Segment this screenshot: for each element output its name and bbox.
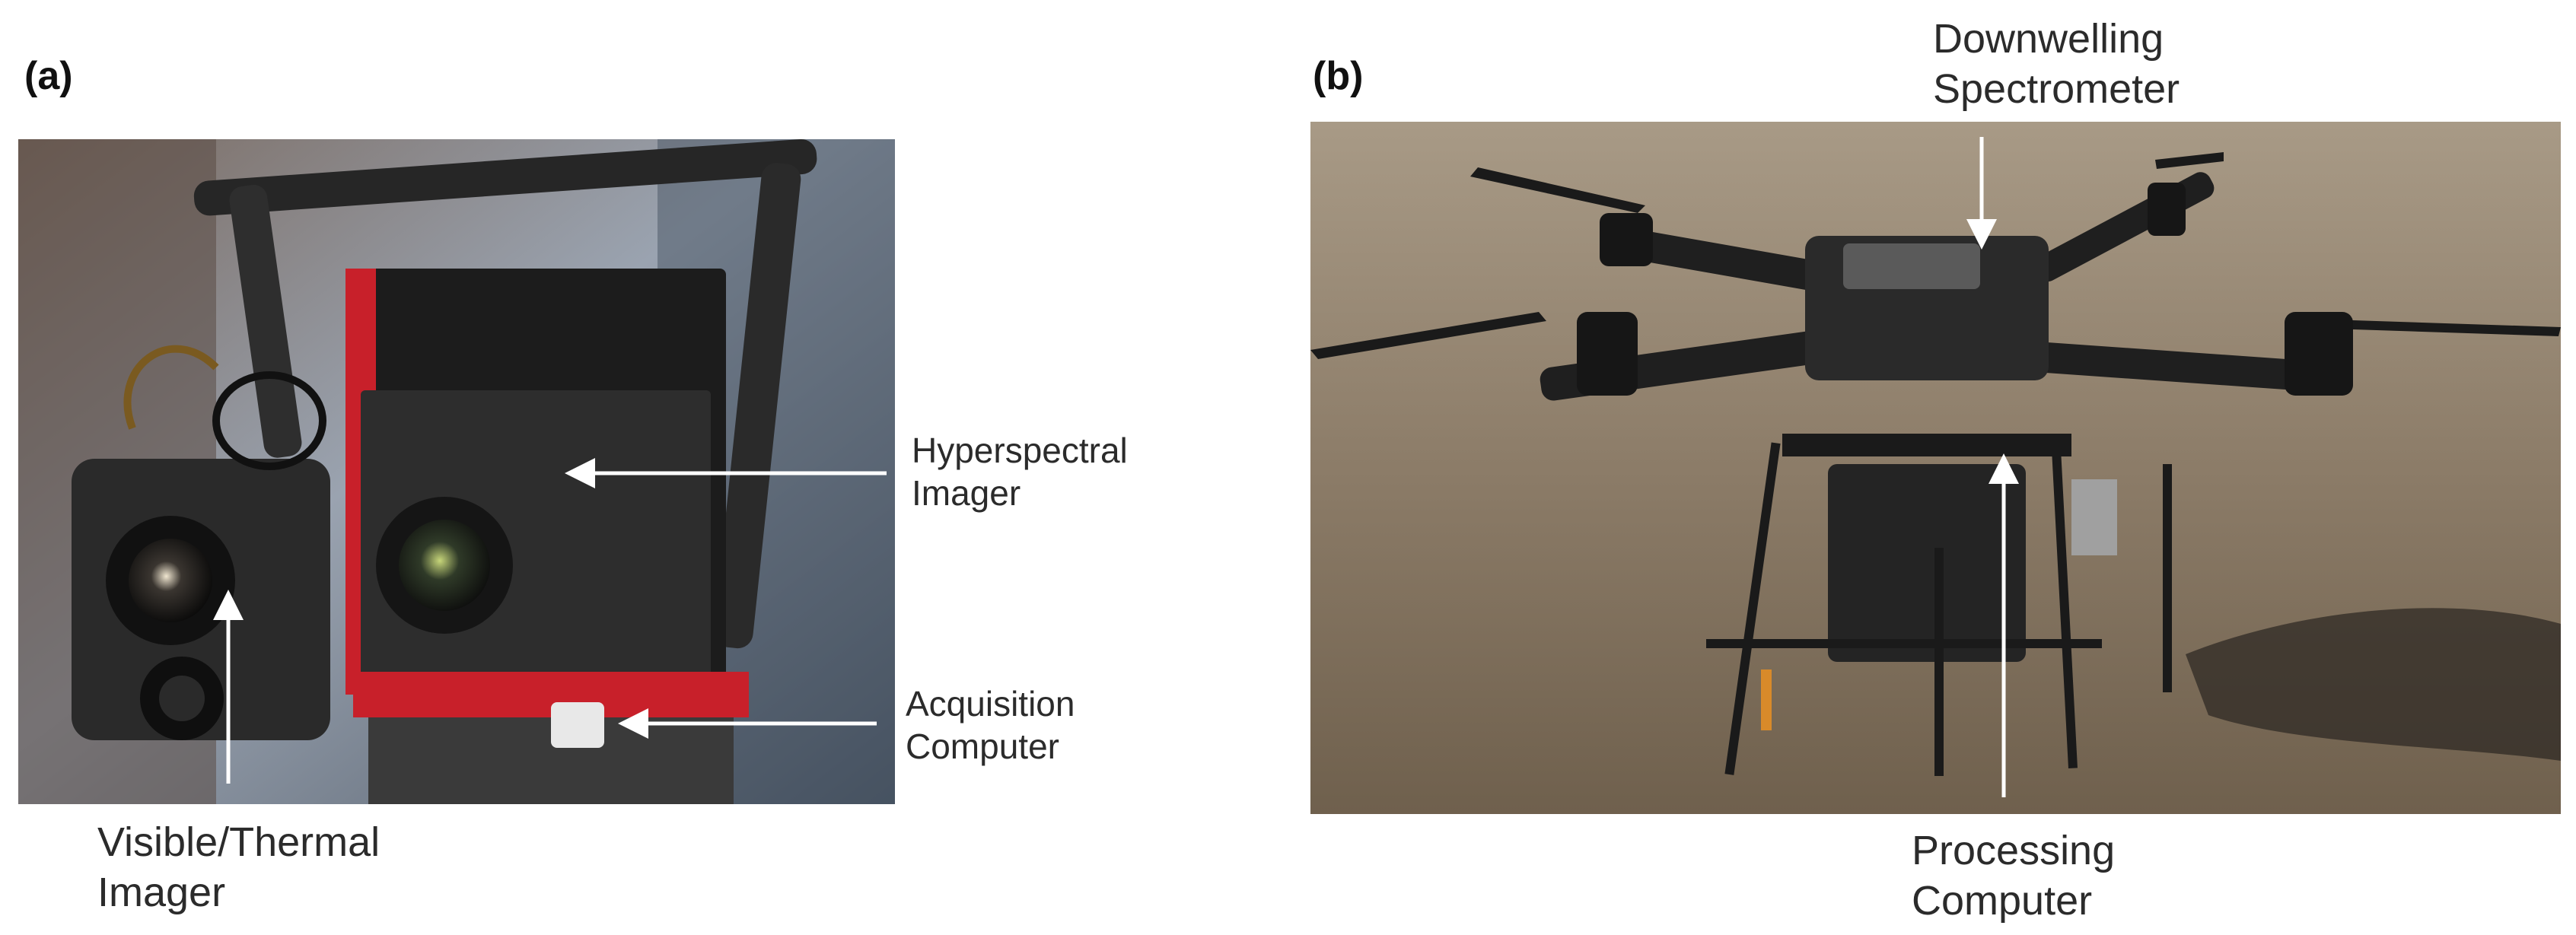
panel-a-label: (a) — [24, 54, 73, 98]
visible-thermal-imager-label: Visible/Thermal Imager — [97, 819, 381, 915]
drone-photo — [1310, 122, 2561, 814]
sensor-payload-photo — [18, 139, 895, 804]
processing-computer-label: Processing Computer — [1912, 828, 2116, 924]
hyperspectral-imager-label: Hyperspectral Imager — [912, 431, 1128, 513]
acquisition-computer-label: Acquisition Computer — [906, 684, 1075, 766]
downwelling-spectrometer-label: Downwelling Spectrometer — [1933, 16, 2180, 112]
panel-b-label: (b) — [1313, 54, 1364, 98]
